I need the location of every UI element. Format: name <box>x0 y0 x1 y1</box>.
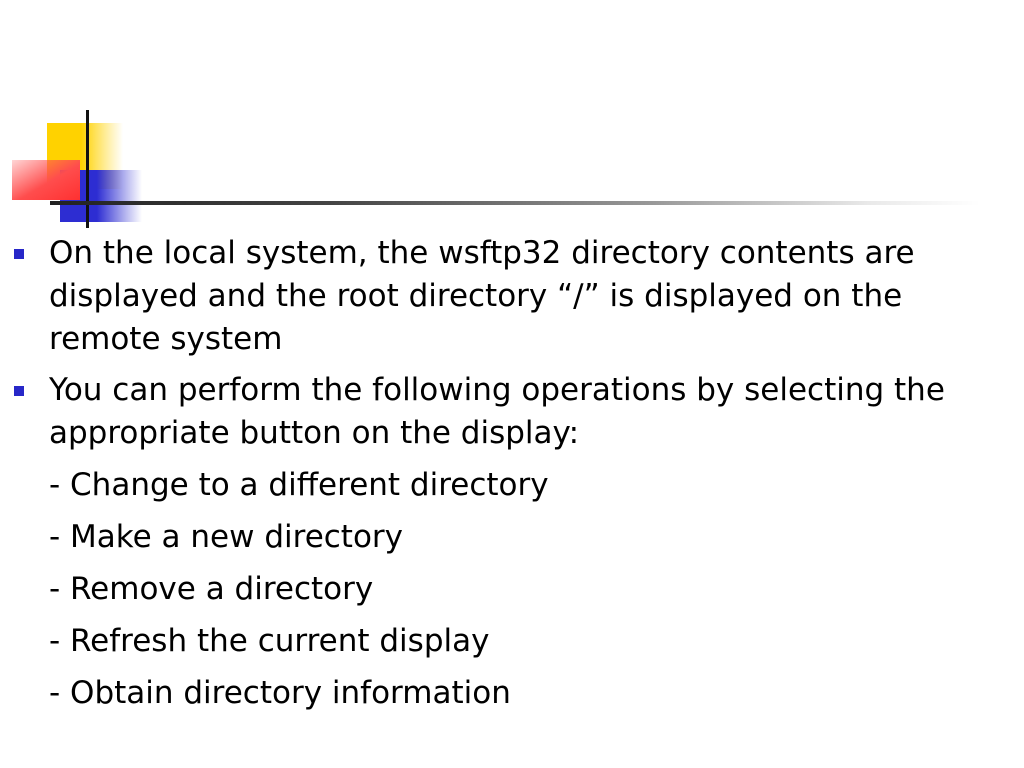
bullet-text: You can perform the following operations… <box>49 372 945 451</box>
bullet-text: On the local system, the wsftp32 directo… <box>49 235 915 357</box>
sub-item: - Change to a different directory <box>49 467 549 503</box>
bullet-item: You can perform the following operations… <box>14 369 1004 455</box>
sub-item: - Refresh the current display <box>49 623 490 659</box>
sub-item: - Obtain directory information <box>49 675 511 711</box>
sub-item: - Remove a directory <box>49 571 374 607</box>
vertical-rule-decoration <box>86 110 89 228</box>
slide-body: On the local system, the wsftp32 directo… <box>14 232 1004 715</box>
title-underline-rule <box>50 201 980 205</box>
red-square-decoration <box>12 160 80 200</box>
square-bullet-icon <box>14 249 24 259</box>
bullet-item: On the local system, the wsftp32 directo… <box>14 232 1004 361</box>
sub-item: - Make a new directory <box>49 519 404 555</box>
corner-squares-decoration <box>0 0 1024 240</box>
square-bullet-icon <box>14 386 24 396</box>
